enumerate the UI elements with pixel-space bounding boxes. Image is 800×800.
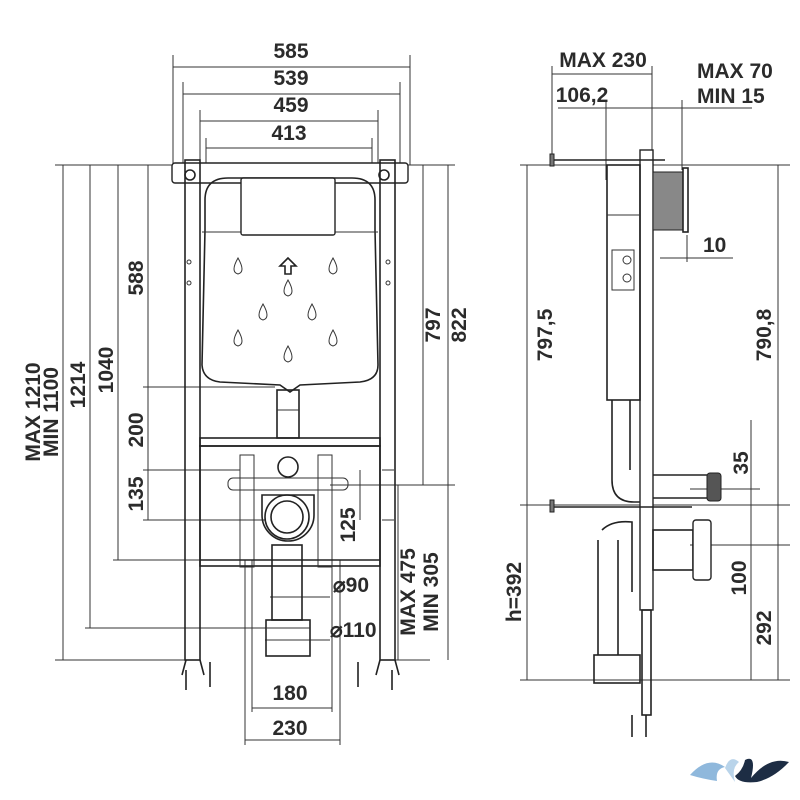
dim-h-392: h=392 (503, 562, 526, 622)
drain-connections-stroke (271, 544, 303, 621)
water-inlet-side-stroke (706, 472, 722, 502)
dim-230: 230 (272, 717, 307, 740)
flush-button-side-stroke (682, 167, 689, 233)
top-dimension-lines (172, 55, 411, 175)
side-frame-stroke (631, 715, 647, 737)
dim-max-70: MAX 70 (697, 60, 773, 83)
cistern-tank-stroke (201, 177, 379, 393)
mounting-frame-stroke (227, 477, 349, 491)
side-frame-stroke (641, 609, 652, 716)
mounting-frame-stroke (199, 437, 381, 447)
mounting-frame-stroke (385, 259, 391, 265)
dim-diameter-110: ⌀110 (330, 619, 377, 642)
mounting-frame-stroke (378, 169, 390, 181)
dim-max-230: MAX 230 (559, 49, 647, 72)
mounting-frame-stroke (186, 469, 394, 521)
dim-539: 539 (273, 67, 308, 90)
water-drop-icons-stroke (328, 328, 338, 347)
water-drop-icons-stroke (258, 302, 268, 321)
dim-797-5: 797,5 (534, 308, 557, 361)
side-view: MAX 230 106,2 MAX 70 MIN 15 10 797,5 790… (503, 49, 790, 737)
drain-outlet-side-stroke (652, 529, 694, 571)
mounting-frame-stroke (239, 454, 255, 568)
front-view: 585 539 459 413 (22, 40, 471, 745)
mounting-frame-stroke (184, 169, 196, 181)
flush-button-side-stroke (652, 171, 684, 231)
side-frame (549, 149, 692, 737)
side-dimension-lines (520, 66, 790, 681)
side-cistern-stroke (611, 249, 635, 291)
drain-connections-stroke (265, 619, 311, 657)
dim-10: 10 (703, 234, 726, 257)
side-frame-stroke (549, 499, 555, 513)
drain-connections (261, 456, 315, 657)
mounting-frame-stroke (385, 280, 391, 286)
dim-292: 292 (753, 610, 776, 645)
side-cistern (593, 164, 641, 684)
mounting-frame-stroke (186, 280, 192, 286)
cistern-tank (201, 177, 379, 439)
dim-max-475: MAX 475 (397, 548, 420, 636)
swan-logo-stroke (690, 762, 725, 781)
dim-min-305: MIN 305 (420, 552, 443, 632)
dim-822: 822 (448, 307, 471, 342)
side-cistern-stroke (593, 654, 641, 684)
mounting-frame-stroke (199, 445, 381, 567)
drain-outlet-side (652, 519, 712, 581)
mounting-frame-stroke (379, 159, 396, 661)
swan-logo-stroke (735, 758, 789, 783)
dim-35: 35 (730, 451, 753, 475)
dim-588: 588 (125, 260, 148, 295)
swan-logo (690, 758, 789, 783)
drain-connections-stroke (270, 500, 304, 534)
side-frame-stroke (549, 153, 555, 167)
water-drop-icons-stroke (233, 256, 243, 275)
mounting-frame-stroke (181, 659, 400, 690)
water-drop-icons-stroke (283, 278, 293, 297)
side-cistern-stroke (597, 520, 633, 655)
dim-125: 125 (337, 507, 360, 542)
dim-100: 100 (728, 560, 751, 595)
mounting-frame-stroke (186, 259, 192, 265)
dim-diameter-90: ⌀90 (333, 574, 369, 597)
mounting-frame-stroke (184, 159, 201, 661)
drain-outlet-side-stroke (692, 519, 712, 581)
dim-1214: 1214 (67, 361, 90, 408)
side-cistern-stroke (611, 400, 640, 503)
water-drop-icons-stroke (307, 302, 317, 321)
water-drop-icons-stroke (283, 344, 293, 363)
drain-connections-stroke (277, 456, 299, 478)
dim-1040: 1040 (95, 347, 118, 394)
drain-connections-stroke (261, 494, 315, 542)
water-drop-icons (233, 256, 338, 363)
dim-135: 135 (125, 476, 148, 511)
mounting-frame (171, 159, 409, 690)
side-cistern-stroke (606, 164, 641, 401)
water-drop-icons-stroke (233, 328, 243, 347)
dim-797: 797 (422, 307, 445, 342)
dim-106-2: 106,2 (556, 84, 609, 107)
dim-max-1210: MAX 1210 (22, 362, 45, 461)
flush-plate-opening (240, 177, 336, 236)
flush-pipe (276, 389, 300, 439)
dim-200: 200 (125, 412, 148, 447)
side-frame-stroke (639, 149, 654, 611)
dim-min-15: MIN 15 (697, 85, 765, 108)
side-cistern-stroke (622, 255, 632, 265)
dim-180: 180 (272, 682, 307, 705)
drain-connections-stroke (264, 494, 310, 540)
water-drop-icons-stroke (328, 256, 338, 275)
dim-min-1100: MIN 1100 (40, 367, 63, 457)
swan-logo-stroke (725, 759, 739, 782)
arrow-up-icon (278, 256, 298, 275)
side-cistern-stroke (622, 273, 632, 283)
dim-790-8: 790,8 (753, 308, 776, 361)
flush-button-side (652, 167, 689, 233)
mounting-frame-stroke (317, 454, 333, 568)
dim-413: 413 (271, 122, 306, 145)
dim-459: 459 (273, 94, 308, 117)
dim-585: 585 (273, 40, 308, 63)
water-inlet-side (653, 472, 722, 502)
